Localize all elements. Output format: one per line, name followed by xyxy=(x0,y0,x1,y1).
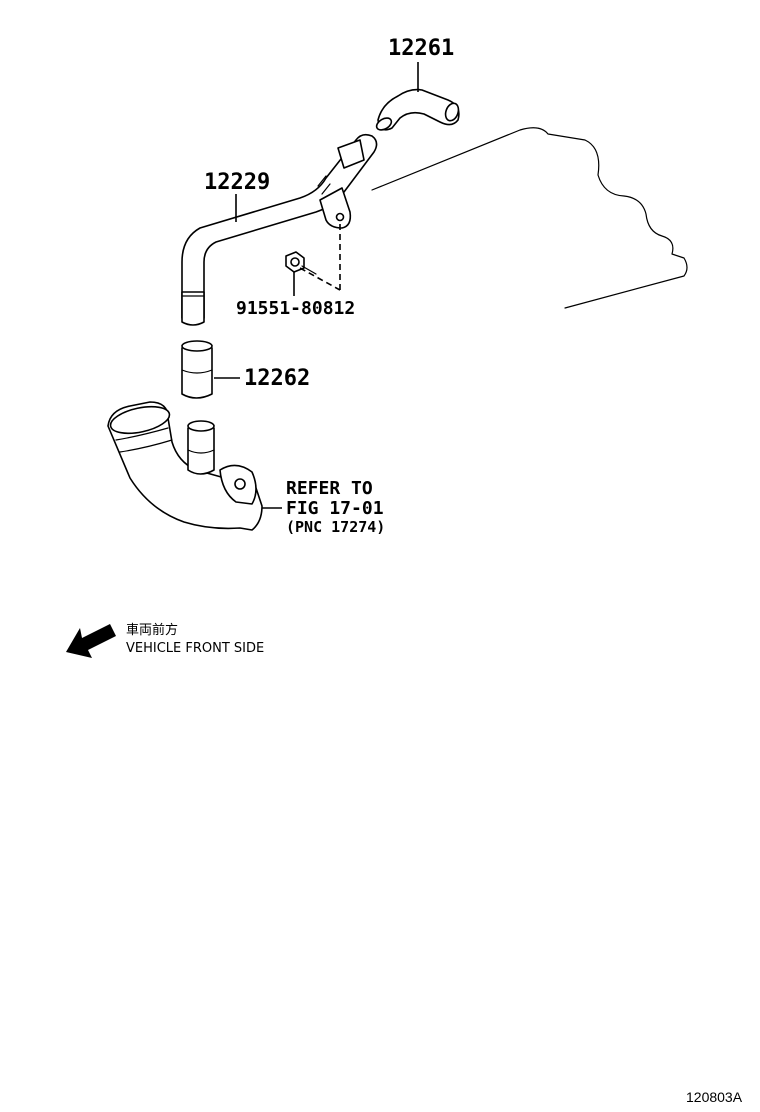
label-12229: 12229 xyxy=(204,170,270,195)
hose-12261 xyxy=(375,88,460,131)
engine-head-outline xyxy=(371,127,688,309)
label-12261: 12261 xyxy=(388,36,454,61)
figure-id: 120803A xyxy=(686,1089,743,1105)
front-direction-legend: 車両前方 VEHICLE FRONT SIDE xyxy=(66,622,264,658)
reference-line-3: (PNC 17274) xyxy=(286,518,385,536)
reference-line-1: REFER TO xyxy=(286,478,373,499)
air-duct xyxy=(107,401,263,531)
bolt-91551-80812 xyxy=(285,251,317,275)
legend-japanese: 車両前方 xyxy=(126,622,178,638)
label-12262: 12262 xyxy=(244,366,310,391)
label-91551-80812: 91551-80812 xyxy=(236,298,355,319)
pipe-12229 xyxy=(181,133,378,326)
arrow-icon xyxy=(66,624,116,658)
reference-line-2: FIG 17-01 xyxy=(286,498,384,519)
legend-english: VEHICLE FRONT SIDE xyxy=(126,641,264,656)
hose-12262 xyxy=(181,340,213,399)
install-line-bolt xyxy=(299,267,341,291)
